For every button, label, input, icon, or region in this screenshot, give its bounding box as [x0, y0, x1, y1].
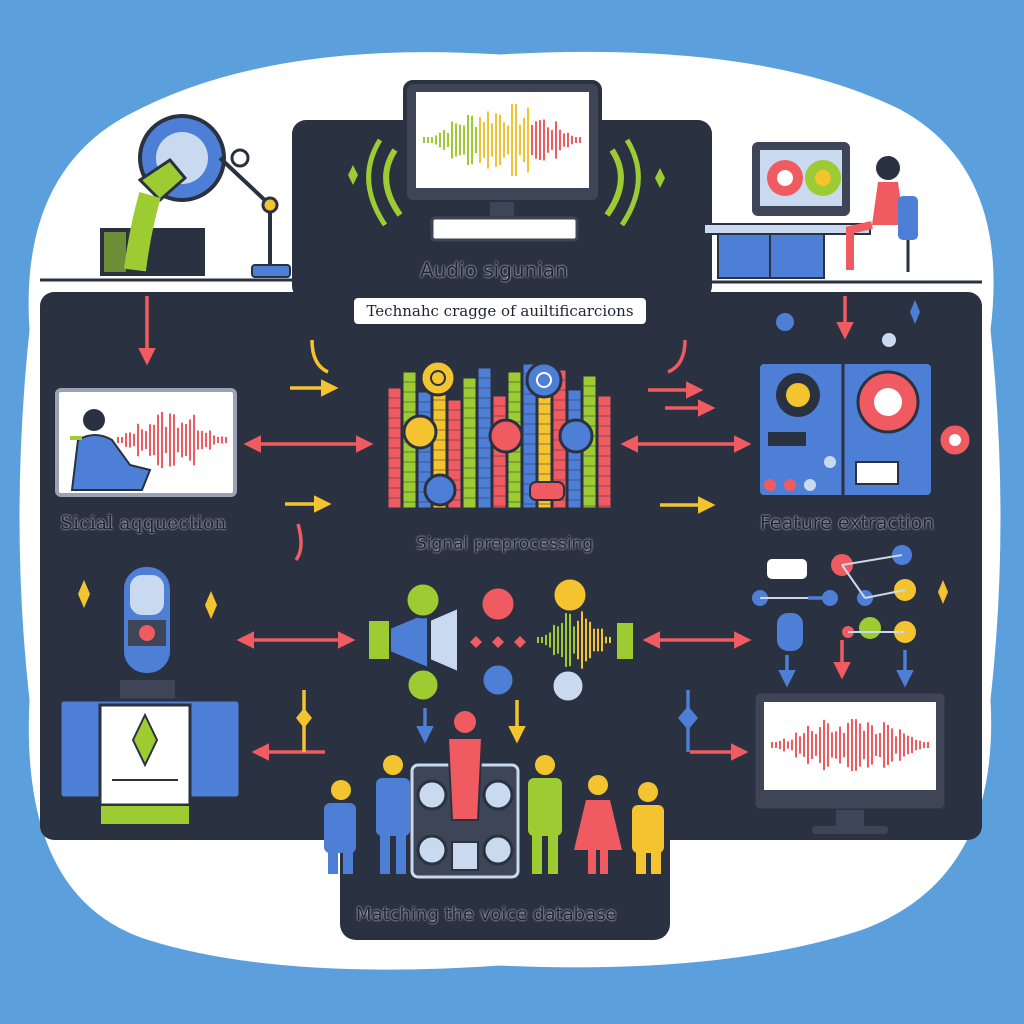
top-title: Audio sigunian [420, 258, 568, 282]
waveform-icon [117, 411, 227, 469]
speaker-screen-icon [55, 388, 237, 497]
monitor-icon [752, 690, 948, 834]
stage-label-acquisition: Sicial aqquection [60, 512, 227, 534]
voice-database-icon [410, 711, 520, 879]
node-network-icon [752, 545, 948, 653]
stage-label-features: Feature extraction [760, 512, 935, 534]
main-panel [40, 292, 982, 840]
equalizer-icon [387, 359, 612, 509]
studio-microphone-icon [58, 563, 242, 826]
waveform-icon [537, 611, 611, 669]
speaker-panel-icon [756, 300, 973, 500]
subtitle-box: Technahc cragge of auiltificarcions [352, 296, 648, 326]
stage-label-preprocessing: Signal preprocessing [416, 534, 594, 554]
stage-label-matching: Matching the voice database [356, 904, 617, 925]
flow-arrows [138, 296, 914, 761]
monitor-icon [348, 80, 665, 242]
waveform-icon [771, 719, 929, 771]
microphone-icon [40, 114, 300, 282]
waveform-icon [423, 103, 581, 177]
person-at-desk-icon [665, 142, 982, 284]
people-group-icon [324, 755, 664, 874]
subtitle: Technahc cragge of auiltificarcions [366, 302, 634, 320]
sound-processing-icon [367, 576, 635, 704]
